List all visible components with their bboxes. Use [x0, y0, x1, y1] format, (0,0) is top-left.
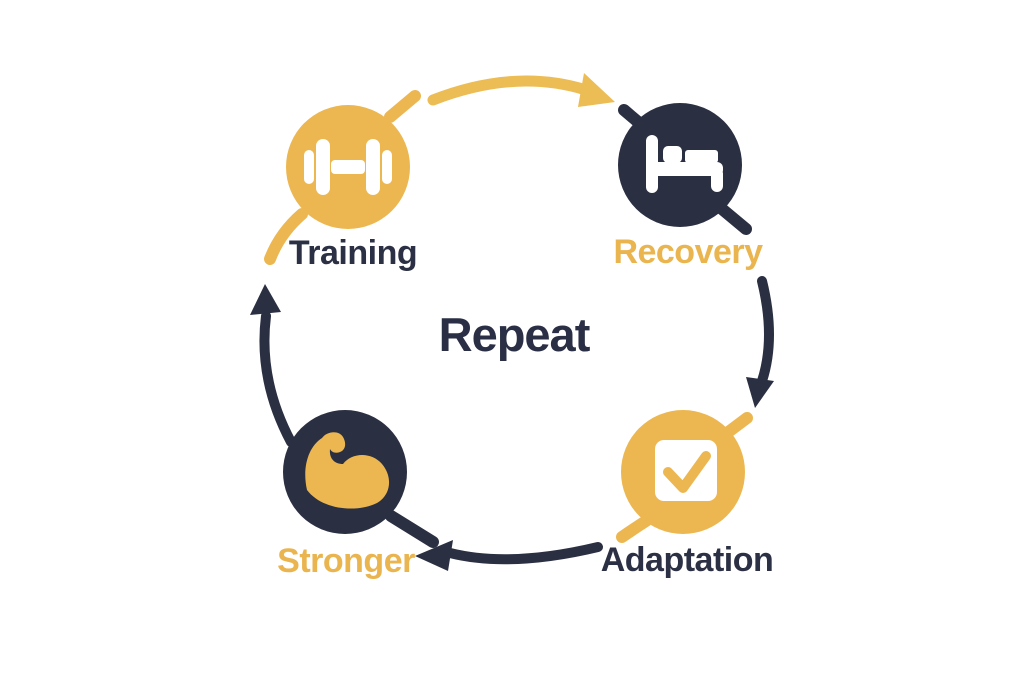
arrow-training-to-recovery: [427, 73, 615, 107]
bed-icon: [646, 135, 723, 193]
node-adaptation: Adaptation: [601, 410, 774, 579]
adaptation-ring-stub-upper: [721, 412, 753, 439]
arrow-stronger-to-training-head: [250, 284, 281, 315]
training-label: Training: [289, 234, 417, 272]
arrow-stronger-to-training-shaft: [259, 311, 296, 447]
training-ring-stub-lower: [264, 208, 308, 265]
arrow-recovery-to-adaptation-head: [746, 377, 774, 408]
node-training: Training: [286, 105, 418, 272]
cycle-arrows: [250, 73, 774, 571]
arrow-adaptation-to-stronger: [415, 540, 603, 571]
arrow-recovery-to-adaptation-shaft: [757, 276, 774, 386]
adaptation-label: Adaptation: [601, 541, 774, 579]
checkbox-checkmark: [663, 451, 711, 493]
arrow-training-to-recovery-head: [578, 73, 615, 107]
dumbbell-icon: [304, 139, 392, 195]
center-repeat-label: Repeat: [439, 308, 591, 361]
flexed-bicep-icon: [305, 432, 390, 509]
training-ring-stub-upper: [384, 90, 421, 123]
stronger-ring-stub-lower: [385, 510, 439, 548]
arrow-stronger-to-training: [250, 284, 296, 447]
checkmark-box-icon: [655, 440, 717, 501]
stronger-label: Stronger: [277, 542, 415, 580]
node-stronger: Stronger: [277, 410, 416, 580]
ring-stubs: [264, 90, 753, 548]
recovery-ring-stub-lower: [716, 203, 752, 235]
recovery-label: Recovery: [613, 233, 763, 271]
adaptation-ring-stub-lower: [616, 515, 652, 543]
arrow-adaptation-to-stronger-head: [415, 540, 453, 571]
arrow-adaptation-to-stronger-shaft: [445, 542, 603, 565]
arrow-training-to-recovery-shaft: [427, 75, 592, 106]
arrow-recovery-to-adaptation: [746, 276, 774, 408]
node-recovery: Recovery: [613, 103, 764, 271]
